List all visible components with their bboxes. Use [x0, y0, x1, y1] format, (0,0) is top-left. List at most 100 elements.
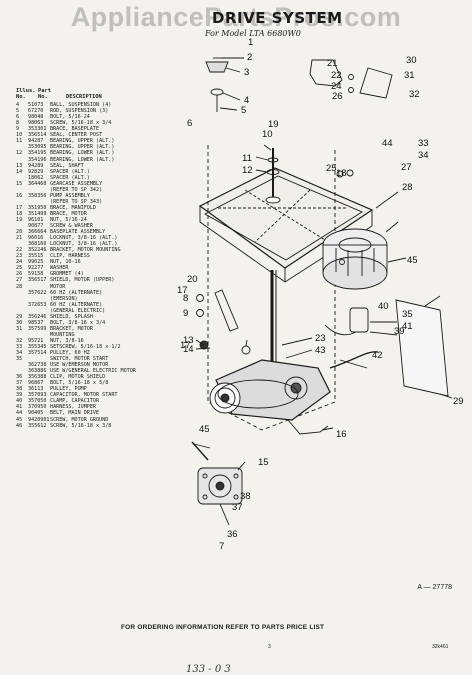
- parts-row-desc: MOTOR: [50, 283, 66, 290]
- parts-row-illus: 17: [16, 204, 23, 211]
- page-number: 3: [268, 644, 271, 650]
- model-number: For Model LTA 6680W0: [205, 29, 301, 38]
- parts-row-desc: BOLT, 3/8-16 x 3/4: [50, 319, 106, 326]
- parts-row-illus: 41: [16, 404, 23, 411]
- parts-row-part: 368160: [28, 241, 47, 248]
- handwritten-note: 133 - 0 3: [186, 664, 231, 675]
- parts-row-desc: USE W/GENERAL ELECTRIC MOTOR: [50, 368, 136, 375]
- parts-row-part: 354196: [28, 156, 47, 163]
- callout: 40: [378, 301, 389, 312]
- parts-row-illus: 11: [16, 138, 23, 145]
- parts-row-desc: CAPACITOR, MOTOR START: [50, 392, 118, 399]
- callout: 36: [227, 529, 238, 540]
- sheet-code: 32k461: [432, 644, 449, 650]
- parts-row-desc: LOCKNUT, 3/8-16 (ALT.): [50, 235, 118, 242]
- callout: 43: [315, 345, 326, 356]
- parts-row-desc: 60 HZ (ALTERNATE): [50, 301, 103, 308]
- parts-row-illus: 36: [16, 374, 23, 381]
- parts-row-part: 358356: [28, 192, 47, 199]
- parts-row-part: 364460: [28, 180, 47, 187]
- header-illus: Illus.: [16, 88, 36, 94]
- callout: 41: [402, 321, 413, 332]
- parts-row-desc: GROMMET (4): [50, 271, 84, 278]
- part-brace: [309, 59, 343, 87]
- parts-row: (REFER TO SP 342): [16, 187, 186, 193]
- parts-row-part: 96101: [28, 216, 44, 223]
- callout: 1: [248, 37, 253, 48]
- parts-row-desc: SCREW, 5/16-18 x 3/8: [50, 422, 112, 429]
- parts-row-part: 98063: [28, 120, 44, 127]
- parts-row-illus: 24: [16, 259, 23, 266]
- parts-row-part: 95721: [28, 337, 44, 344]
- callout: 24: [331, 81, 342, 92]
- parts-row-illus: 34: [16, 350, 23, 357]
- parts-row-desc: USE W/EMERSON MOTOR: [50, 362, 109, 369]
- part-bracket: [359, 67, 393, 99]
- parts-row-part: 92277: [28, 265, 44, 272]
- parts-row-part: 90877: [28, 223, 44, 230]
- guide-box: [207, 145, 336, 431]
- parts-row-part: 36113: [28, 386, 44, 393]
- parts-row-part: 90405: [28, 410, 44, 417]
- parts-row-desc: BRACKET, MOTOR: [50, 325, 93, 332]
- parts-row-part: 357599: [28, 325, 47, 332]
- parts-row-desc: BRACE, MANIFOLD: [50, 204, 97, 211]
- parts-row-illus: 31: [16, 325, 23, 332]
- exploded-diagram: 1 2 3 4 5 6 7 8 9 10 11 12 13 14 15 16 1…: [177, 37, 464, 552]
- parts-row-part: 351499: [28, 210, 47, 217]
- parts-row-part: 354195: [28, 150, 47, 157]
- parts-row-illus: 33: [16, 343, 23, 350]
- parts-row-desc: (EMERSON): [50, 295, 78, 302]
- callout: 17: [177, 285, 188, 296]
- parts-row-illus: 14: [16, 168, 23, 175]
- parts-row-desc: CLAMP, CAPACITOR: [50, 398, 100, 405]
- parts-row-part: 356514: [28, 132, 47, 139]
- parts-row-desc: BELT, MAIN DRIVE: [50, 410, 100, 417]
- parts-row-part: 9420901: [28, 416, 50, 423]
- callout: 19: [268, 119, 279, 130]
- parts-row-part: 67270: [28, 108, 44, 115]
- parts-row-part: 357514: [28, 350, 47, 357]
- parts-row-desc: BOLT, 5/16-24: [50, 114, 90, 121]
- parts-list-header: Illus. Part: [16, 88, 186, 94]
- parts-row-desc: CLIP, HARNESS: [50, 253, 90, 260]
- callout: 6: [187, 118, 192, 129]
- parts-row-illus: 29: [16, 313, 23, 320]
- callout: 14: [183, 344, 194, 355]
- callout: 4: [244, 95, 249, 106]
- parts-row-illus: 26: [16, 271, 23, 278]
- parts-row-illus: 37: [16, 380, 23, 387]
- parts-row-illus: 10: [16, 132, 23, 139]
- header-description: DESCRIPTION: [66, 94, 102, 101]
- parts-row-illus: 21: [16, 235, 23, 242]
- parts-row-part: 18062: [28, 174, 44, 181]
- parts-row-desc: HARNESS, JUMPER: [50, 404, 97, 411]
- parts-row-desc: MOUNTING: [50, 331, 75, 338]
- parts-row-illus: 27: [16, 277, 23, 284]
- parts-row-part: 356388: [28, 374, 47, 381]
- callout: 35: [402, 309, 413, 320]
- manifold-brace: [214, 289, 239, 332]
- parts-row-desc: PULLEY, 60 HZ: [50, 350, 90, 357]
- parts-row-part: 353095: [28, 144, 47, 151]
